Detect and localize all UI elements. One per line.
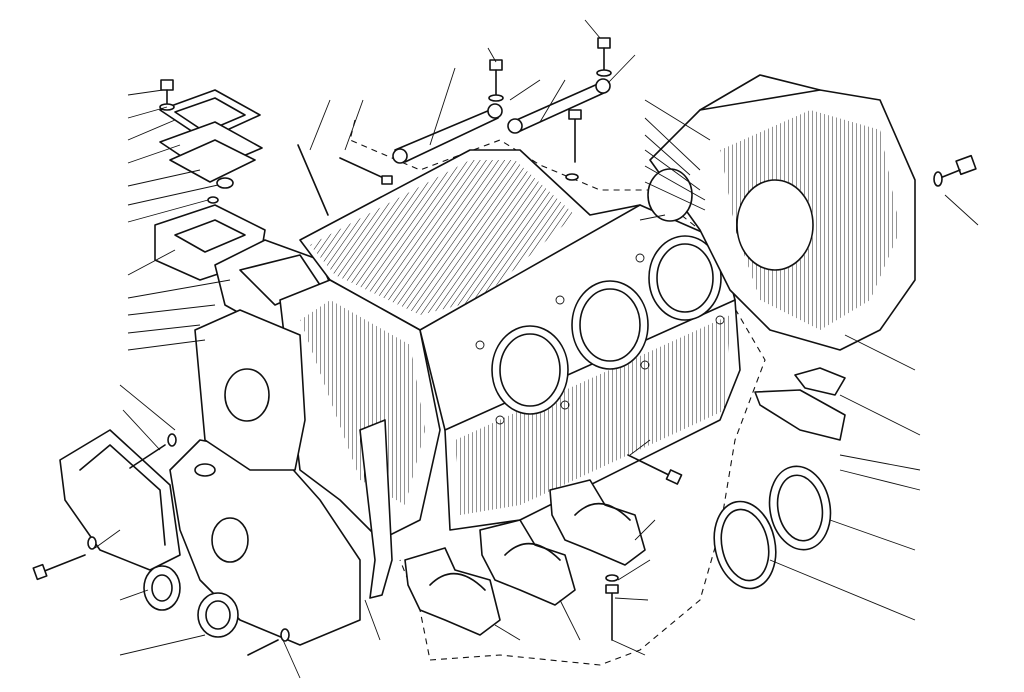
front-seal-large bbox=[197, 592, 239, 638]
callout-leaders bbox=[94, 19, 979, 679]
seal-ring-outer bbox=[713, 500, 777, 590]
top-bolt bbox=[159, 79, 175, 111]
front-mount-bracket bbox=[59, 429, 181, 571]
seal-ring-large bbox=[768, 465, 832, 551]
cylinder-block bbox=[279, 149, 741, 541]
connecting-link-left bbox=[392, 103, 503, 164]
top-bolts-small bbox=[339, 37, 612, 185]
long-stud bbox=[297, 99, 331, 216]
assembly-dashed-outline bbox=[349, 119, 766, 666]
side-bolt bbox=[627, 454, 683, 485]
side-gasket-strip bbox=[359, 419, 393, 599]
bearing-cap-3 bbox=[549, 479, 646, 566]
right-bolt bbox=[933, 154, 977, 187]
front-seal-small bbox=[143, 565, 181, 611]
gear-housing-left bbox=[194, 309, 306, 471]
bearing-cap-1 bbox=[404, 547, 501, 636]
connecting-link-right bbox=[507, 78, 611, 134]
bearing-cap-bolt bbox=[605, 574, 619, 641]
bearing-cap-2 bbox=[479, 519, 576, 606]
rear-bracket bbox=[754, 367, 846, 441]
bell-housing bbox=[647, 74, 916, 351]
